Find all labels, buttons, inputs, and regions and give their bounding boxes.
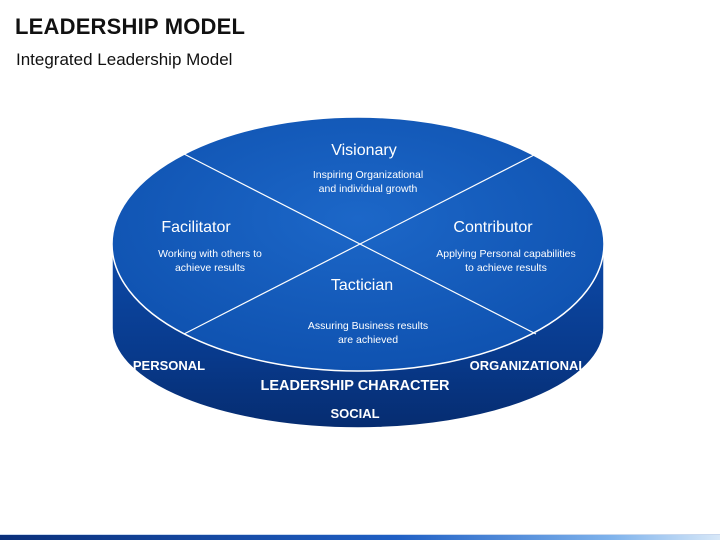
- visionary-title: Visionary: [331, 142, 397, 159]
- tactician-desc-line1: Assuring Business results: [308, 320, 428, 332]
- page-subtitle: Integrated Leadership Model: [16, 50, 233, 69]
- contributor-title: Contributor: [453, 219, 533, 236]
- footer-accent-bar: [0, 535, 720, 540]
- tactician-desc-line2: are achieved: [338, 334, 398, 346]
- facilitator-desc-line2: achieve results: [175, 262, 245, 274]
- divider-line-b: [183, 153, 537, 335]
- page-title: LEADERSHIP MODEL: [15, 14, 246, 39]
- organizational-label: ORGANIZATIONAL: [470, 358, 587, 373]
- facilitator-title: Facilitator: [161, 219, 231, 236]
- facilitator-desc-line1: Working with others to: [158, 248, 262, 260]
- personal-label: PERSONAL: [133, 358, 205, 373]
- tactician-title: Tactician: [331, 277, 393, 294]
- contributor-desc-line2: to achieve results: [465, 262, 547, 274]
- footer-divider: [0, 534, 720, 535]
- social-label: SOCIAL: [330, 406, 379, 421]
- visionary-desc-line1: Inspiring Organizational: [313, 169, 423, 181]
- contributor-desc-line1: Applying Personal capabilities: [436, 248, 576, 260]
- visionary-desc-line2: and individual growth: [319, 183, 418, 195]
- leadership-character-label: LEADERSHIP CHARACTER: [260, 378, 450, 394]
